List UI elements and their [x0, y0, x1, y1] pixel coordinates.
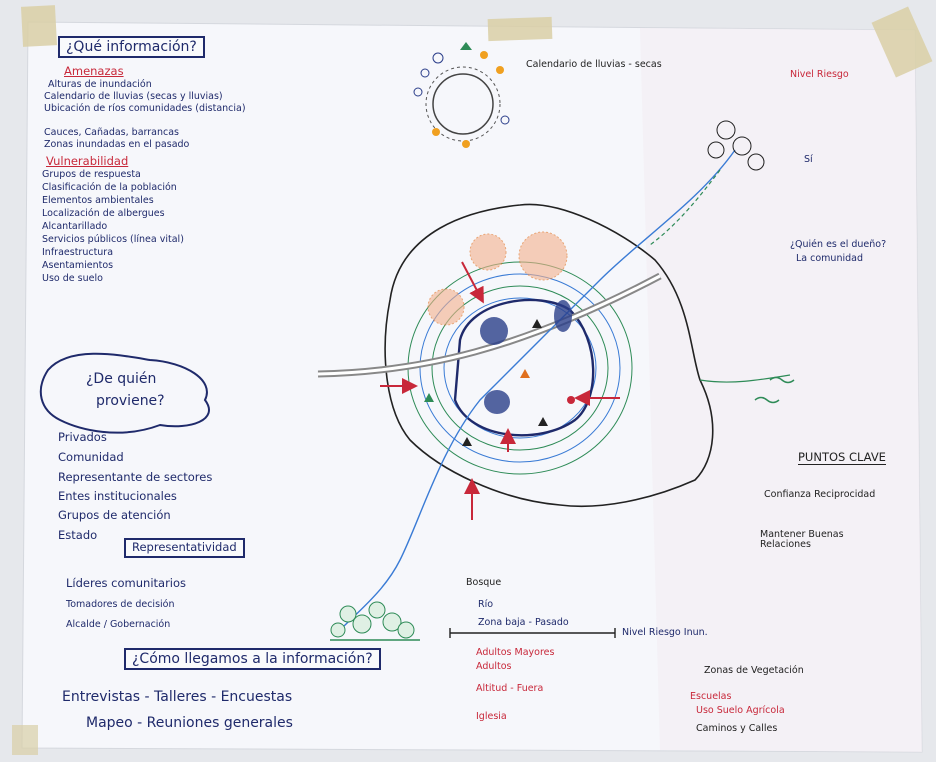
right-note: La comunidad: [796, 253, 863, 264]
amenazas-item: Zonas inundadas en el pasado: [44, 139, 190, 150]
water-marks-drawing: [754, 376, 795, 404]
vulnerabilidad-item: Grupos de respuesta: [42, 169, 141, 180]
amenazas-item: Ubicación de ríos comunidades (distancia…: [44, 103, 246, 114]
legend-item: Nivel Riesgo Inun.: [622, 627, 708, 638]
legend-item: Iglesia: [476, 711, 507, 722]
representatividad-item: Líderes comunitarios: [66, 576, 187, 590]
legend-item: Zonas de Vegetación: [704, 665, 804, 676]
forest-drawing: [330, 601, 420, 641]
rain-calendar-drawing: [413, 42, 510, 148]
puntos-clave-item: Mantener Buenas Relaciones: [760, 529, 844, 550]
info-title: ¿Qué información?: [58, 36, 205, 58]
sources-item: Entes institucionales: [58, 489, 177, 503]
tape-bottom-left: [12, 725, 38, 755]
legend-item: Zona baja - Pasado: [478, 617, 569, 628]
tape-top-right: [871, 6, 933, 78]
sources-item: Estado: [58, 528, 98, 542]
representatividad-item: Tomadores de decisión: [66, 599, 175, 610]
vulnerabilidad-title: Vulnerabilidad: [46, 154, 129, 168]
sources-item: Comunidad: [58, 450, 124, 464]
vulnerabilidad-item: Uso de suelo: [42, 273, 103, 284]
right-note: Sí: [804, 154, 813, 165]
vulnerabilidad-item: Asentamientos: [42, 260, 114, 271]
puntos-clave-title: PUNTOS CLAVE: [798, 450, 886, 465]
paper-shade: [640, 28, 922, 752]
vulnerabilidad-item: Servicios públicos (línea vital): [42, 234, 184, 245]
legend-item: Adultos Mayores: [476, 647, 555, 658]
representatividad-item: Alcalde / Gobernación: [66, 619, 171, 630]
right-note: ¿Quién es el dueño?: [790, 239, 887, 250]
sources-title-1: ¿De quién: [86, 371, 157, 387]
representatividad-title: Representatividad: [124, 538, 245, 558]
vulnerabilidad-item: Localización de albergues: [42, 208, 165, 219]
vulnerabilidad-item: Clasificación de la población: [42, 182, 177, 193]
sources-item: Grupos de atención: [58, 508, 171, 522]
sources-item: Representante de sectores: [58, 470, 213, 484]
legend-item: Río: [478, 599, 494, 610]
legend-item: Altitud - Fuera: [476, 683, 544, 694]
amenazas-item: Calendario de lluvias (secas y lluvias): [44, 91, 223, 102]
legend-scale-line: [449, 628, 616, 638]
forest-top-right-drawing: [707, 120, 765, 171]
legend-item: Caminos y Calles: [696, 723, 778, 734]
amenazas-title: Amenazas: [64, 64, 124, 78]
legend-item: Bosque: [466, 577, 502, 588]
how-line-2: Mapeo - Reuniones generales: [86, 715, 293, 731]
vulnerabilidad-item: Elementos ambientales: [42, 195, 154, 206]
legend-item: Escuelas: [690, 691, 732, 702]
sources-item: Privados: [58, 430, 107, 444]
legend-item: Uso Suelo Agrícola: [696, 705, 785, 716]
sources-bubble: [39, 352, 210, 434]
how-line-1: Entrevistas - Talleres - Encuestas: [62, 689, 293, 705]
how-title: ¿Cómo llegamos a la información?: [124, 648, 381, 670]
amenazas-item: Cauces, Cañadas, barrancas: [44, 127, 180, 138]
legend-item: Adultos: [476, 661, 512, 672]
right-note: Nivel Riesgo: [790, 69, 849, 80]
sources-title-2: proviene?: [96, 393, 165, 409]
community-map-drawing: [317, 149, 791, 631]
puntos-clave-item: Confianza Reciprocidad: [764, 489, 876, 500]
vulnerabilidad-item: Infraestructura: [42, 247, 114, 258]
vulnerabilidad-item: Alcantarillado: [42, 221, 108, 232]
tape-top-center: [487, 16, 553, 42]
amenazas-item: Alturas de inundación: [48, 79, 152, 90]
calendar-label: Calendario de lluvias - secas: [526, 59, 662, 70]
tape-top-left: [20, 5, 58, 47]
